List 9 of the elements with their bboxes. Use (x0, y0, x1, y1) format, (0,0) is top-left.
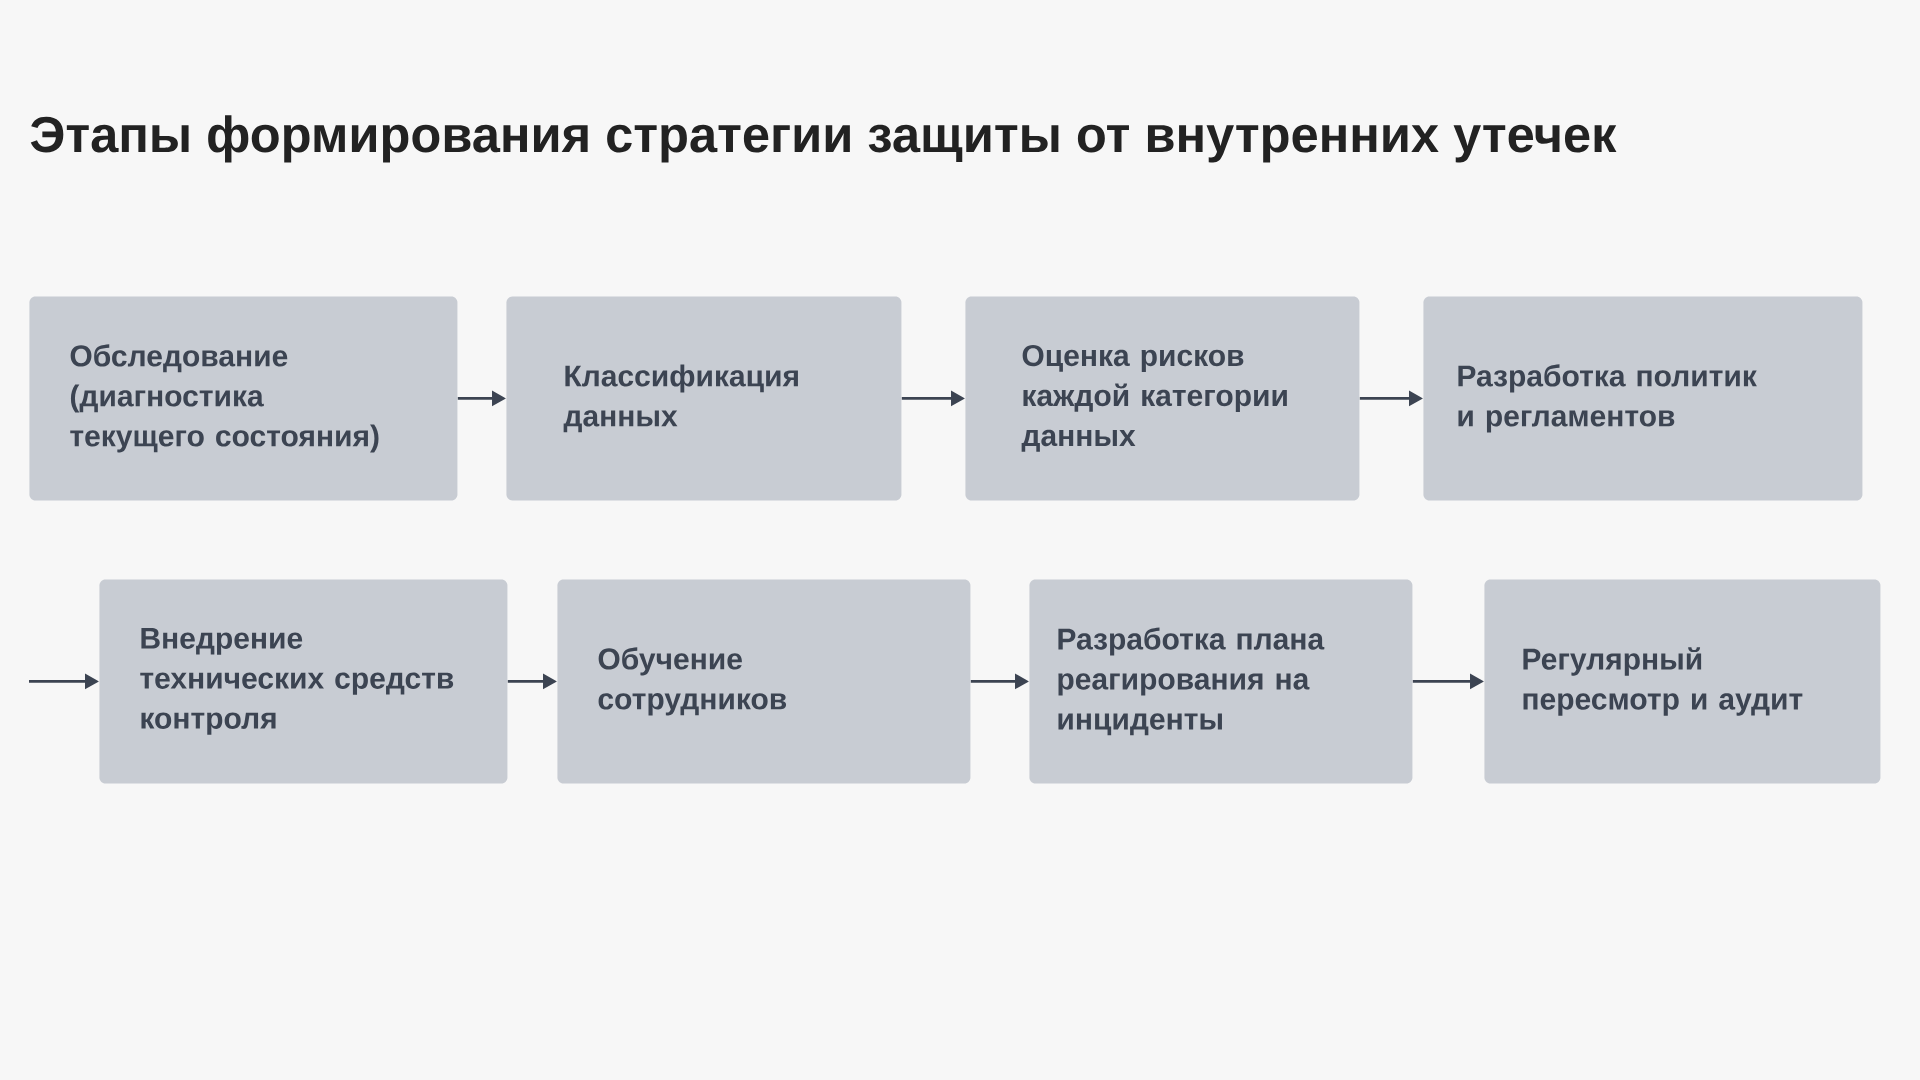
process-box: Разработка политик и регламентов (1423, 296, 1863, 501)
process-box: Разработка плана реагирования на инциденты (1029, 579, 1413, 784)
title: Этапы формирования стратегии защиты от внутренних утечек (30, 115, 1617, 163)
process-box: Классификация данных (506, 296, 902, 501)
process-box: Регулярный пересмотр и аудит (1484, 579, 1881, 784)
process-box: Оценка рисков каждой категории данных (965, 296, 1360, 501)
process-box: Обследование (диагностика текущего состояния) (29, 296, 458, 501)
process-box: Обучение сотрудников (557, 579, 971, 784)
process-box: Внедрение технических средств контроля (99, 579, 508, 784)
